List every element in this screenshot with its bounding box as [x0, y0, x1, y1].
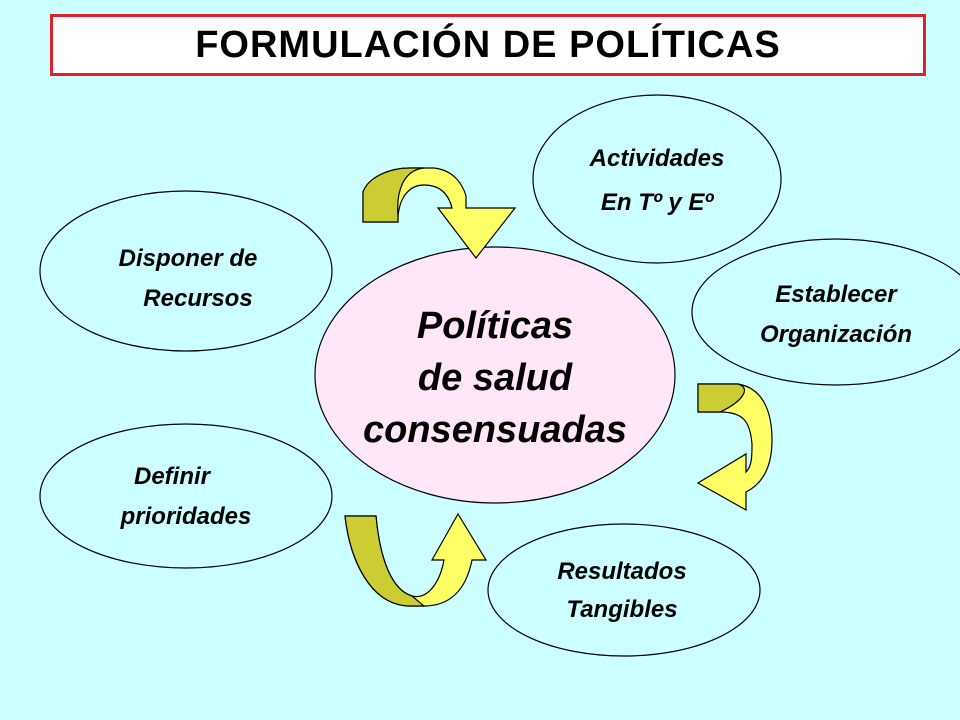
arrow-top-shade: [362, 167, 425, 223]
node-definir: Definir prioridades: [39, 423, 333, 569]
node-resultados-line1: Resultados: [557, 558, 686, 585]
node-establecer: Establecer Organización: [691, 238, 960, 386]
node-actividades: Actividades En Tº y Eº: [532, 94, 782, 264]
arrow-bottom-shade: [344, 515, 426, 607]
node-actividades-line1: Actividades: [589, 145, 725, 172]
node-disponer-line1: Disponer de: [119, 245, 258, 272]
center-label-line3: consensuadas: [363, 409, 627, 451]
node-disponer-ellipse: [39, 190, 333, 352]
node-establecer-ellipse: [691, 238, 960, 386]
node-disponer: Disponer de Recursos: [39, 190, 333, 352]
node-definir-line1: Definir: [134, 463, 212, 490]
node-actividades-line2: En Tº y Eº: [601, 189, 714, 216]
center-label-line2: de salud: [418, 357, 573, 399]
arrow-right-shape: [696, 383, 773, 512]
center-ellipse: [314, 246, 676, 504]
node-establecer-line2: Organización: [760, 321, 912, 348]
node-definir-ellipse: [39, 423, 333, 569]
center-node: Políticas de salud consensuadas: [314, 246, 676, 504]
curved-arrow-bottom: [344, 512, 488, 607]
arrow-right-shade: [697, 383, 745, 413]
node-establecer-line1: Establecer: [775, 281, 898, 308]
node-resultados-line2: Tangibles: [566, 596, 677, 623]
node-definir-line2: prioridades: [120, 503, 252, 530]
title-box: FORMULACIÓN DE POLÍTICAS: [50, 14, 926, 76]
node-actividades-ellipse: [532, 94, 782, 264]
curved-arrow-top: [362, 167, 517, 259]
center-label-line1: Políticas: [417, 305, 573, 347]
node-resultados: Resultados Tangibles: [487, 523, 761, 657]
node-resultados-ellipse: [487, 523, 761, 657]
node-disponer-line2: Recursos: [143, 285, 252, 312]
slide-title: FORMULACIÓN DE POLÍTICAS: [195, 23, 781, 66]
curved-arrow-right: [696, 383, 773, 512]
